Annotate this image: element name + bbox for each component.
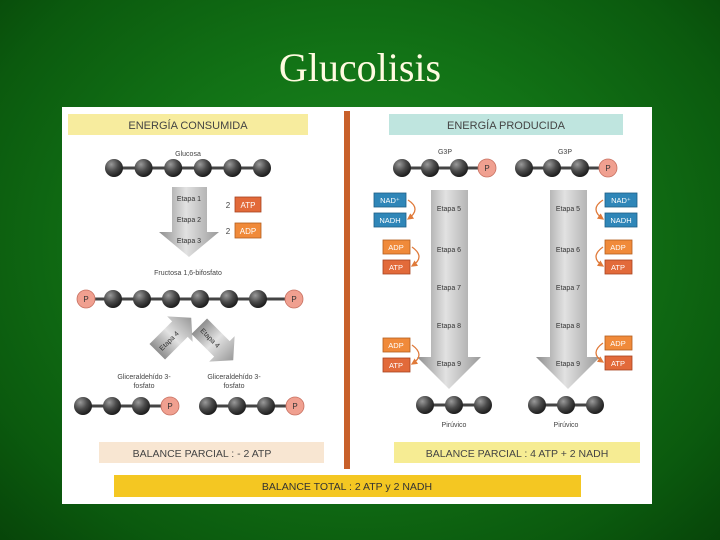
phosphorylation-arrow-step6-right [595,246,605,267]
step-7-left: Etapa 7 [437,285,461,292]
step-4-left-arrow: Etapa 4 [149,316,193,360]
atp-count: 2 [226,201,231,210]
step-6-left: Etapa 6 [437,247,461,254]
svg-text:NADH: NADH [379,216,400,225]
pyruvate-label-left: Pirúvico [442,422,467,429]
svg-text:ATP: ATP [389,361,403,370]
step-2-label: Etapa 2 [177,217,201,224]
fructose-label: Fructosa 1,6-bifosfato [154,270,222,277]
step-1-label: Etapa 1 [177,196,201,203]
glycolysis-diagram: ENERGÍA CONSUMIDA Glucosa Etapa 1 Etapa … [68,111,640,497]
svg-text:ATP: ATP [389,263,403,272]
phosphate-label: P [83,295,88,304]
g3p-right-label-line2: fosfato [223,383,244,390]
atp-badge-step9-right [604,355,633,371]
atp-badge-step6-left [382,259,411,275]
svg-text:ADP: ADP [388,243,403,252]
total-balance-label: BALANCE TOTAL : 2 ATP y 2 NADH [262,481,432,493]
produced-header [389,114,623,135]
pyruvate-molecule-left [416,396,492,414]
partial-balance-left [99,442,324,463]
phosphorylation-arrow-step6-left [410,246,420,267]
atp-badge-step6-right [604,259,633,275]
glycolysis-panel: ENERGÍA CONSUMIDA Glucosa Etapa 1 Etapa … [62,107,652,504]
g3p-molecule-left [393,158,497,178]
adp-produced-label: ADP [240,227,256,236]
step-3-label: Etapa 3 [177,238,201,245]
nad-reduction-arrow-right [595,199,605,220]
step-5-left: Etapa 5 [437,206,461,213]
svg-text:ADP: ADP [388,341,403,350]
atp-consumed-label: ATP [241,201,256,210]
adp-badge-step9-right [604,335,633,351]
phosphorylation-arrow-step9-right [595,342,605,363]
atp-consumed-badge [234,196,262,213]
svg-text:ATP: ATP [611,359,625,368]
partial-balance-right-label: BALANCE PARCIAL : 4 ATP + 2 NADH [426,448,609,460]
g3p-molecule-right [515,158,618,178]
consumed-header-label: ENERGÍA CONSUMIDA [128,119,248,132]
produced-header-label: ENERGÍA PRODUCIDA [447,119,566,132]
steps-5-9-left-arrow [417,190,481,389]
adp-produced-badge [234,222,262,239]
step-9-right: Etapa 9 [556,361,580,368]
nadh-badge-right [604,212,638,228]
atp-badge-step9-left [382,357,411,373]
partial-balance-right [394,442,640,463]
step-5-right: Etapa 5 [556,206,580,213]
total-balance [114,475,581,497]
step-8-right: Etapa 8 [556,323,580,330]
glucose-molecule [105,159,271,177]
g3p-right-label-line1: Gliceraldehído 3- [207,374,261,381]
phosphate-label: P [605,164,610,173]
svg-text:NAD⁺: NAD⁺ [611,196,631,205]
steps-5-9-right-arrow [536,190,600,389]
adp-badge-step6-right [604,239,633,255]
phosphate-label: P [292,402,297,411]
g3p-left-molecule [74,396,180,416]
step-4-right-arrow: Etapa 4 [191,318,235,362]
g3p-left-label-line2: fosfato [133,383,154,390]
pyruvate-label-right: Pirúvico [554,422,579,429]
step-9-left: Etapa 9 [437,361,461,368]
svg-text:ADP: ADP [610,243,625,252]
nadh-badge-left [373,212,407,228]
g3p-label-right: G3P [558,149,572,156]
consumed-header [68,114,308,135]
g3p-label-left: G3P [438,149,452,156]
partial-balance-left-label: BALANCE PARCIAL : - 2 ATP [133,448,272,460]
adp-badge-step6-left [382,239,411,255]
adp-count: 2 [226,227,231,236]
glucose-label: Glucosa [175,151,201,158]
step-6-right: Etapa 6 [556,247,580,254]
steps-1-3-arrow [159,187,219,257]
adp-badge-step9-left [382,337,411,353]
phosphate-label: P [291,295,296,304]
nad-reduction-arrow-left [406,199,416,220]
g3p-left-label-line1: Gliceraldehído 3- [117,374,171,381]
nad-plus-badge-left [373,192,407,208]
svg-text:ATP: ATP [611,263,625,272]
phosphate-label: P [484,164,489,173]
svg-text:NADH: NADH [610,216,631,225]
step-7-right: Etapa 7 [556,285,580,292]
fructose-bisphosphate-molecule [76,289,304,309]
phosphate-label: P [167,402,172,411]
nad-plus-badge-right [604,192,638,208]
g3p-right-molecule [199,396,305,416]
svg-text:ADP: ADP [610,339,625,348]
step-8-left: Etapa 8 [437,323,461,330]
divider-bar [344,111,350,469]
slide-title: Glucolisis [278,45,442,90]
svg-text:NAD⁺: NAD⁺ [380,196,400,205]
pyruvate-molecule-right [528,396,604,414]
phosphorylation-arrow-step9-left [410,344,420,365]
